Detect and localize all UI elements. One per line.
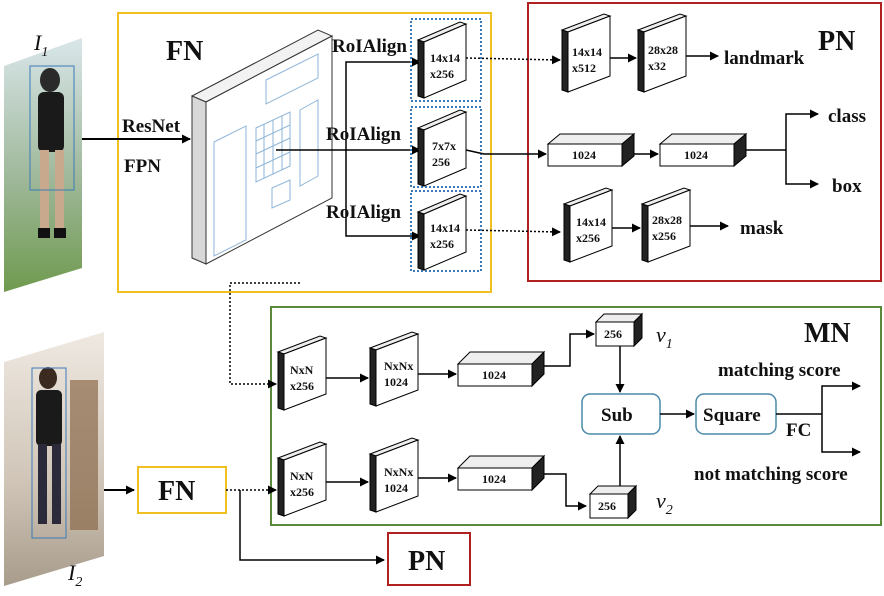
- square-label: Square: [703, 405, 761, 426]
- fc-tensor-1: [546, 132, 636, 168]
- mn-top-t3-label: 1024: [482, 368, 506, 382]
- roi-tensor-bot: [416, 193, 468, 271]
- roi-mid-line2: 256: [432, 155, 450, 169]
- class-box-split-arrows: [746, 109, 819, 189]
- roi-tensor-top: [416, 21, 468, 99]
- landmark-t2-line2: x32: [648, 59, 666, 73]
- mask-tensor-1: [562, 187, 614, 263]
- input-image-2: [4, 332, 104, 586]
- mask-tensor-2: [640, 187, 692, 263]
- v1-label: v1: [656, 322, 673, 352]
- mask-t1-line1: 14x14: [576, 215, 606, 229]
- fpn-label: FPN: [124, 156, 161, 177]
- mn-top-t4-label: 256: [604, 327, 622, 341]
- sub-label: Sub: [601, 405, 633, 426]
- pn-title: PN: [818, 26, 855, 57]
- mn-bot-tensor-3: [456, 454, 546, 492]
- image-2-label: I2: [67, 560, 82, 590]
- mn-top-tensor-2: [368, 331, 420, 407]
- landmark-t1-line1: 14x14: [572, 45, 602, 59]
- roi-tensor-mid: [416, 109, 468, 187]
- mn-top-t2-line1: NxNx: [384, 359, 413, 373]
- roi-bot-line2: x256: [430, 237, 454, 251]
- mn-bot-tensor-4: [588, 484, 638, 520]
- roi-fan-arrows: [276, 57, 421, 241]
- mn-bot-t1-line1: NxN: [290, 469, 314, 483]
- mn-bot-t4-label: 256: [598, 499, 616, 513]
- bottom-fn-label: FN: [158, 476, 195, 507]
- mn-top-t2-line2: 1024: [384, 375, 408, 389]
- fc-tensor-2: [658, 132, 748, 168]
- mn-block-border: [270, 306, 882, 526]
- mn-bot-t1-line2: x256: [290, 485, 314, 499]
- roi-bot-line1: 14x14: [430, 221, 460, 235]
- mn-bot-tensor-1: [276, 441, 328, 517]
- fc-input-arrow: [465, 149, 547, 159]
- not-matching-score-label: not matching score: [694, 464, 848, 485]
- mn-bot-t2-line2: 1024: [384, 481, 408, 495]
- mn-title: MN: [804, 318, 851, 349]
- mask-label: mask: [740, 218, 784, 239]
- roi-top-line2: x256: [430, 67, 454, 81]
- fc-label: FC: [786, 420, 811, 441]
- mn-top-arrow-3: [544, 329, 595, 367]
- mask-t2-line2: x256: [652, 229, 676, 243]
- class-label: class: [828, 106, 866, 127]
- mask-t2-line1: 28x28: [652, 213, 682, 227]
- mn-bot-tensor-2: [368, 437, 420, 513]
- mn-top-tensor-4: [594, 312, 644, 348]
- pn-block-border: [527, 2, 882, 282]
- landmark-tensor-2: [636, 13, 688, 93]
- mn-top-tensor-1: [276, 335, 328, 411]
- roi-mid-line1: 7x7x: [432, 139, 456, 153]
- landmark-label: landmark: [724, 48, 805, 69]
- bottom-pn-label: PN: [408, 546, 445, 577]
- input-image-1: [4, 38, 82, 292]
- roialign-label-mid: RoIAlign: [326, 124, 401, 145]
- mn-top-tensor-3: [456, 350, 546, 388]
- landmark-tensor-1: [560, 13, 612, 93]
- roi-top-line1: 14x14: [430, 51, 460, 65]
- mn-top-t1-line1: NxN: [290, 363, 314, 377]
- fn-block-border: [117, 12, 492, 293]
- bottom-pn-box: [387, 532, 471, 586]
- landmark-t2-line1: 28x28: [648, 43, 678, 57]
- fn-title: FN: [166, 36, 203, 67]
- fc-t2-label: 1024: [684, 148, 708, 162]
- landmark-t1-line2: x512: [572, 61, 596, 75]
- backbone-feature-map: [190, 29, 334, 265]
- score-split-arrows: [776, 381, 861, 457]
- fn-to-mn-link: [229, 282, 300, 389]
- mn-bot-t2-line1: NxNx: [384, 465, 413, 479]
- bottom-fn-box: [137, 466, 227, 514]
- mask-t1-line2: x256: [576, 231, 600, 245]
- roi-dotted-boxes: [410, 18, 482, 272]
- v2-label: v2: [656, 488, 673, 518]
- matching-score-label: matching score: [718, 360, 841, 381]
- mn-bot-t3-label: 1024: [482, 472, 506, 486]
- roialign-label-bot: RoIAlign: [326, 202, 401, 223]
- image-1-label: I1: [33, 30, 48, 60]
- resnet-label: ResNet: [122, 116, 181, 137]
- roialign-label-top: RoIAlign: [332, 36, 407, 57]
- mn-top-t1-line2: x256: [290, 379, 314, 393]
- fc-t1-label: 1024: [572, 148, 596, 162]
- mn-bot-arrow-3: [544, 473, 587, 511]
- box-label: box: [832, 176, 862, 197]
- fn-to-pn-bottom-arrow: [239, 490, 385, 565]
